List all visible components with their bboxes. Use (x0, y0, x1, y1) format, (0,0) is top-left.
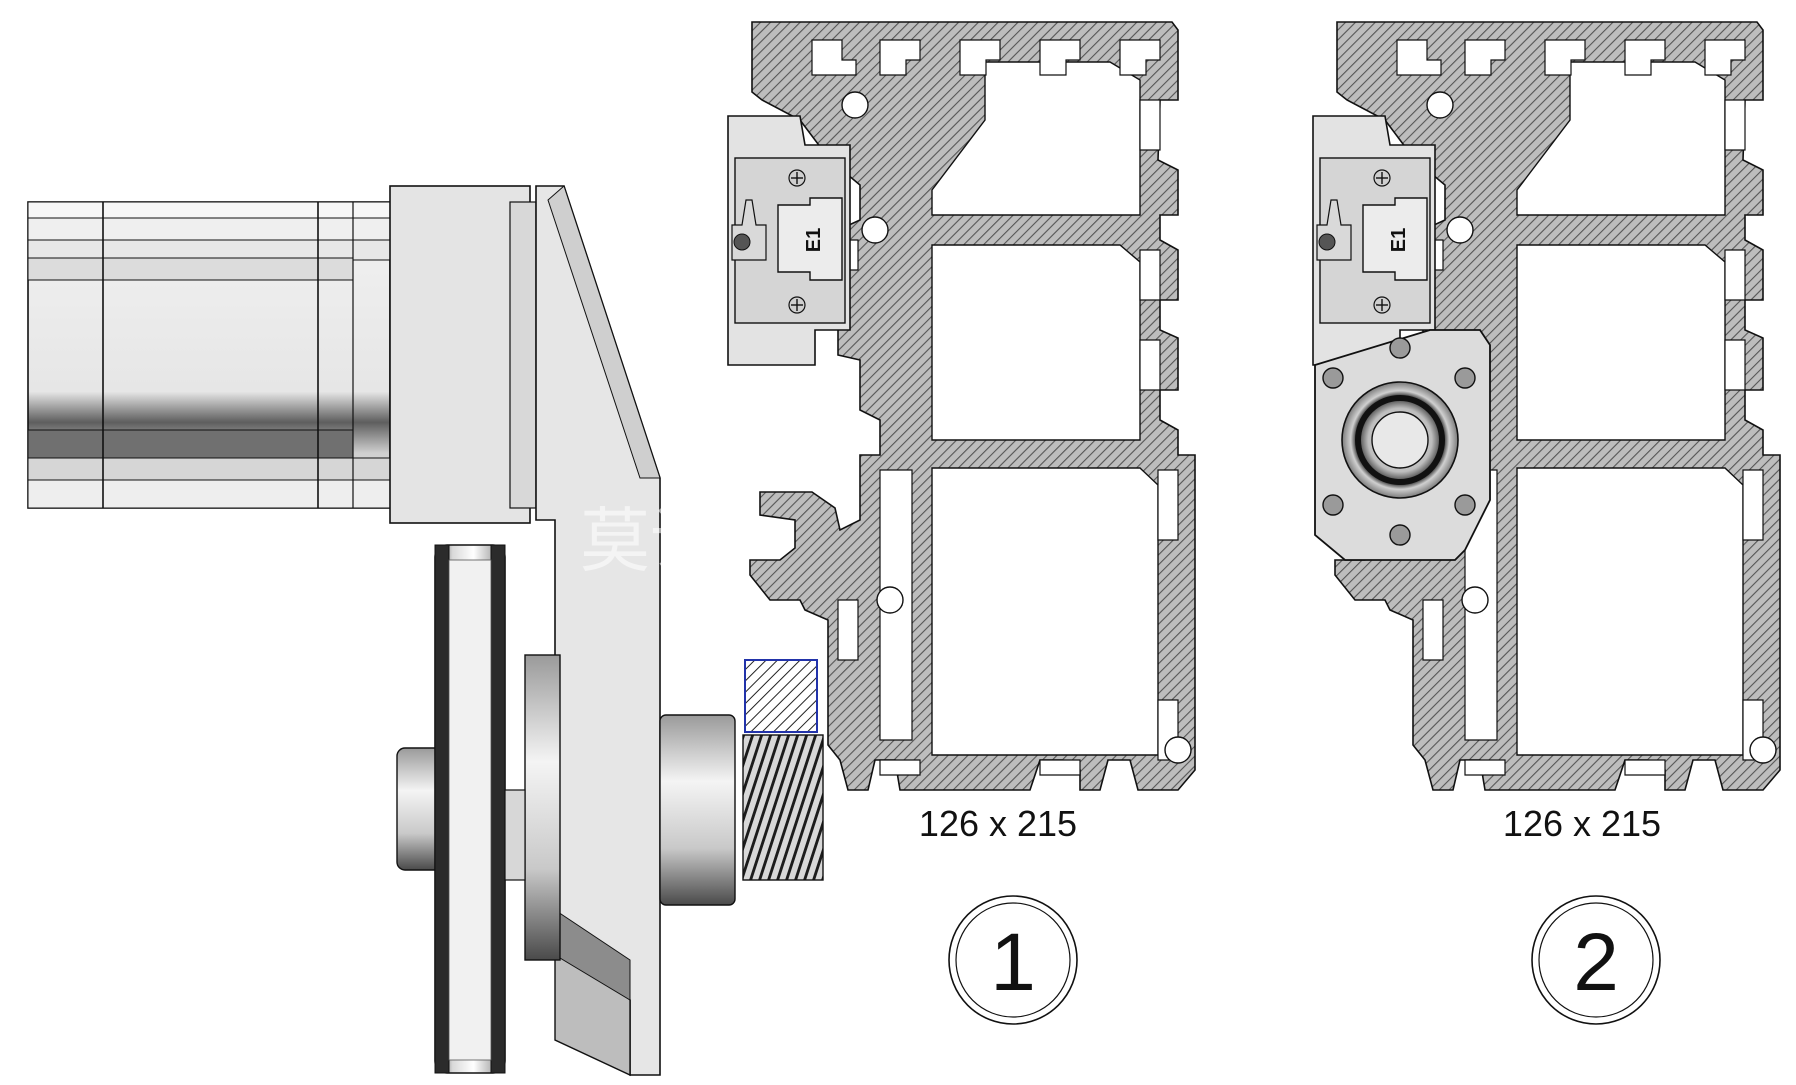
linear-carriage-1 (727, 115, 851, 366)
bolt-icon (1454, 367, 1476, 389)
watermark: 莫讯 (580, 502, 720, 580)
callout-2-number: 2 (1573, 917, 1619, 1008)
bearing-housing-plate (1314, 329, 1491, 561)
bolt-icon (1322, 367, 1344, 389)
carriage-mark-2: E1 (1388, 228, 1410, 252)
stepper-motor (27, 201, 391, 509)
profile-1-void-bottom (931, 467, 1159, 756)
aluminium-profile-1: E1 (727, 21, 1196, 791)
callout-2: 2 (1531, 895, 1661, 1025)
belt-pulley (434, 544, 506, 1074)
callout-1: 1 (948, 895, 1078, 1025)
profile-1-void-mid (931, 244, 1141, 441)
profile-1-size-label: 126 x 215 (919, 803, 1077, 844)
linear-carriage-2 (1312, 115, 1436, 366)
drive-assembly (27, 185, 824, 1077)
aluminium-profile-2: E1 (1312, 21, 1781, 791)
gear-rack-section (744, 659, 818, 733)
bolt-icon (1389, 337, 1411, 359)
pinion-gear (742, 734, 824, 881)
callout-1-number: 1 (990, 917, 1036, 1008)
motor-flange (389, 185, 531, 524)
pinion-collar (659, 714, 736, 906)
pulley-hub (524, 654, 561, 961)
profile-1-void-top (931, 61, 1141, 216)
bolt-icon (1322, 494, 1344, 516)
profile-2-size-label: 126 x 215 (1503, 803, 1661, 844)
carriage-mark-1: E1 (803, 228, 825, 252)
bolt-icon (1454, 494, 1476, 516)
bolt-icon (1389, 524, 1411, 546)
